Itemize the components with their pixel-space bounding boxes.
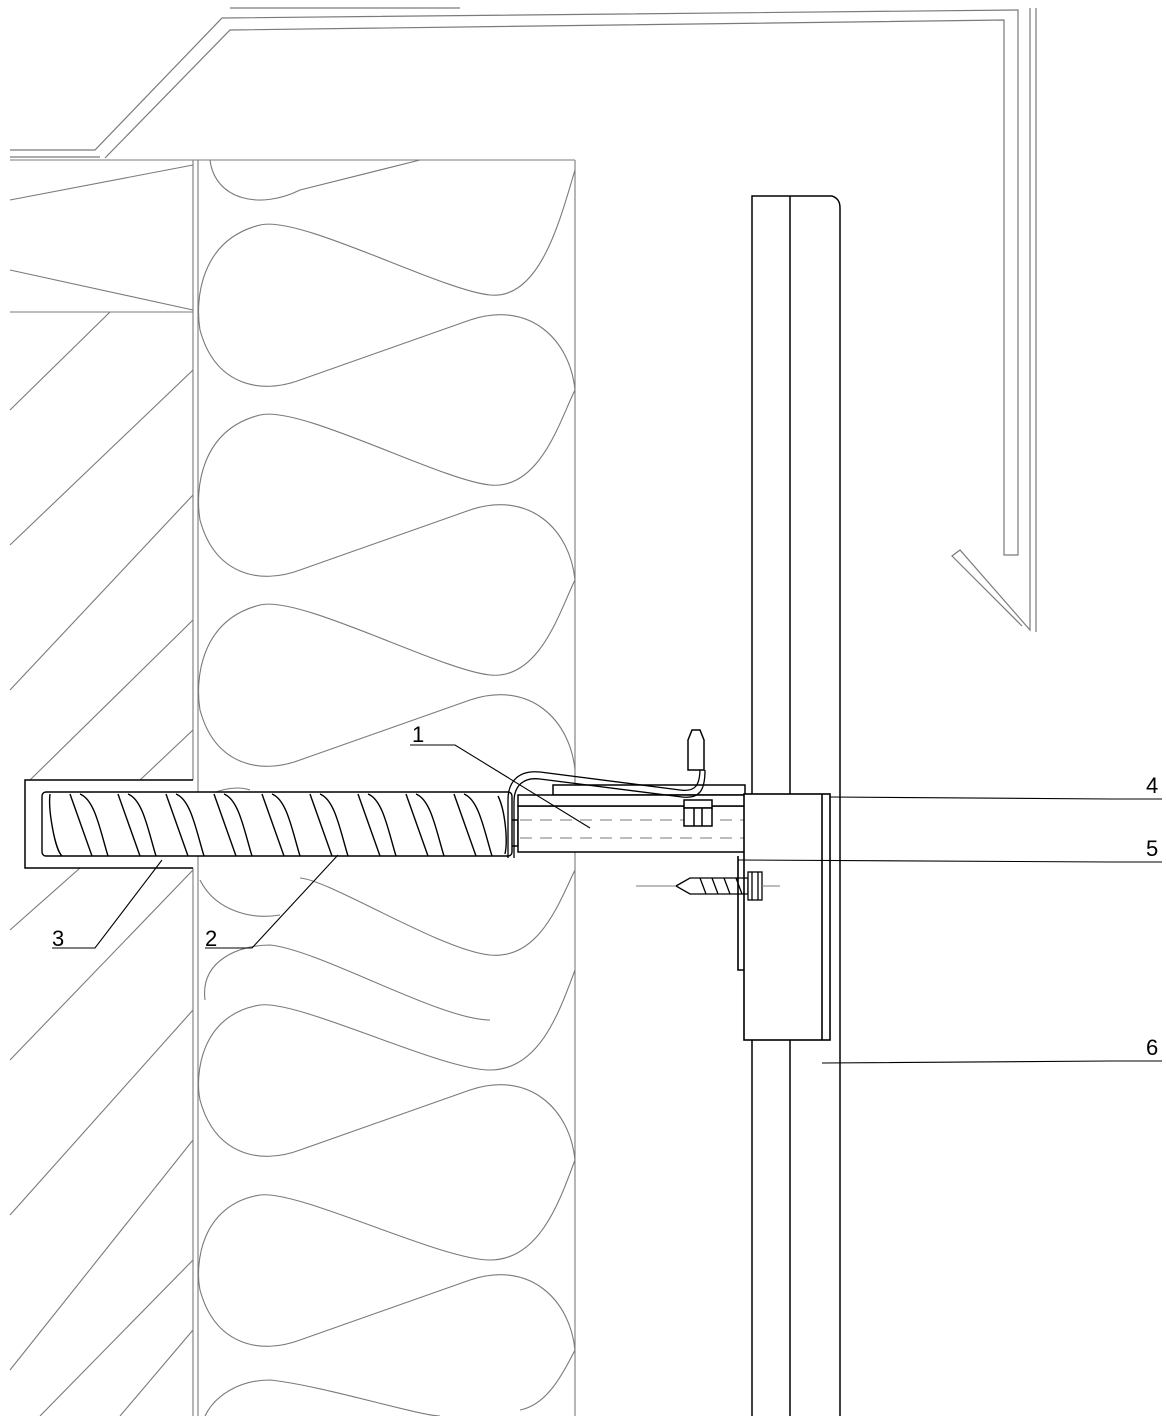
- leader-6: [821, 1060, 1162, 1064]
- self-drilling-screw: [636, 871, 780, 901]
- callout-3: 3: [52, 926, 64, 951]
- leader-5: [737, 859, 1162, 863]
- anchor-bore-hole: [24, 779, 193, 869]
- callout-5: 5: [1146, 836, 1158, 861]
- mineral-wool-insulation: [197, 159, 576, 1416]
- leader-1: [410, 744, 591, 829]
- callout-1: 1: [412, 722, 424, 747]
- leader-3: [52, 859, 163, 949]
- leader-2: [205, 854, 339, 949]
- leader-lines: [52, 744, 1162, 1064]
- leader-4: [829, 796, 1162, 800]
- threaded-anchor-rod: [41, 791, 519, 857]
- callout-6: 6: [1146, 1035, 1158, 1060]
- callout-2: 2: [205, 926, 217, 951]
- bracket-profile: [507, 729, 747, 858]
- masonry-wall: [9, 159, 575, 1416]
- callout-4: 4: [1146, 773, 1158, 798]
- guide-rail-plate: [737, 793, 831, 1041]
- top-coping-outline: [10, 7, 1037, 632]
